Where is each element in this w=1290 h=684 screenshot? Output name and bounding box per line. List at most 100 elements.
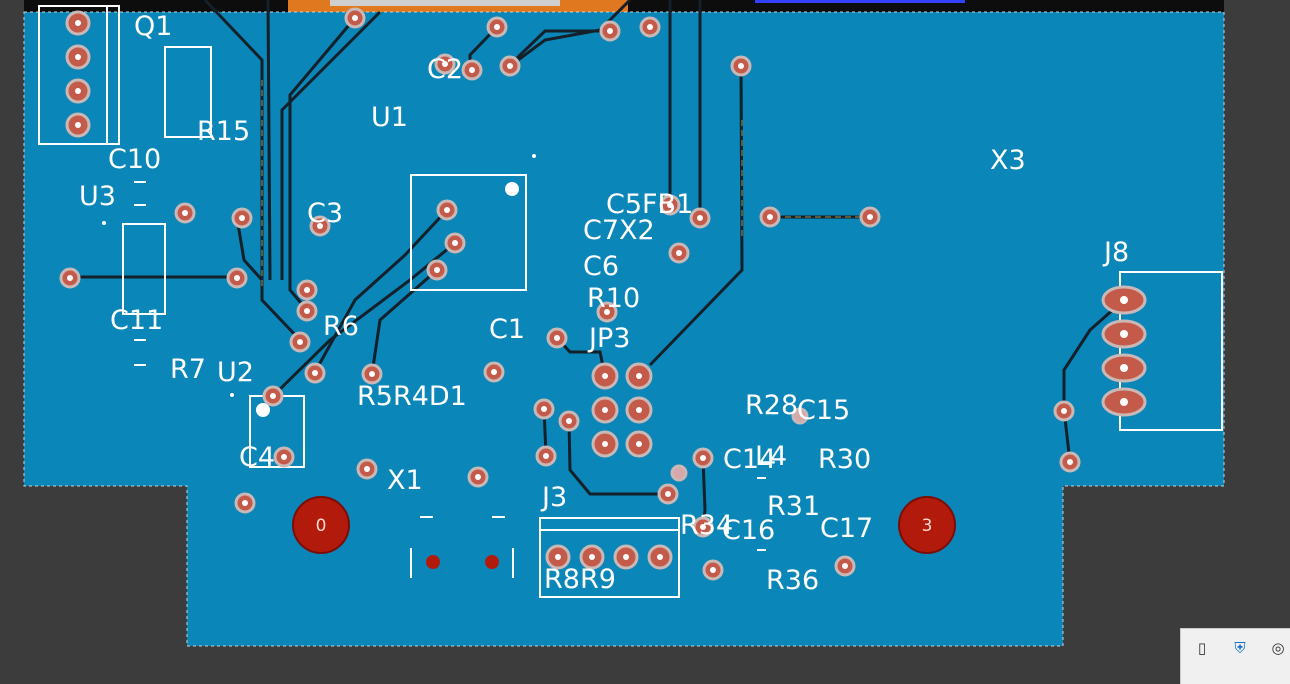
x1-pad-1[interactable]: [426, 555, 440, 569]
designator-x1[interactable]: X1: [387, 465, 423, 496]
designator-jp3[interactable]: JP3: [587, 323, 630, 354]
via[interactable]: [499, 55, 521, 77]
via[interactable]: [599, 20, 621, 42]
via[interactable]: [689, 207, 711, 229]
via[interactable]: [309, 215, 331, 237]
via[interactable]: [361, 363, 383, 385]
designator-r15[interactable]: R15: [197, 116, 250, 147]
j8-pad-2[interactable]: [1101, 319, 1147, 349]
designator-c7x2[interactable]: C7X2: [583, 215, 655, 246]
via[interactable]: [356, 458, 378, 480]
via[interactable]: [546, 327, 568, 349]
jp3-pad-6[interactable]: [625, 430, 653, 458]
via[interactable]: [483, 361, 505, 383]
via[interactable]: [289, 331, 311, 353]
via[interactable]: [226, 267, 248, 289]
designator-r10[interactable]: R10: [587, 283, 640, 314]
j3-pad-2[interactable]: [579, 544, 605, 570]
via[interactable]: [436, 199, 458, 221]
via[interactable]: [659, 194, 681, 216]
via[interactable]: [639, 16, 661, 38]
via[interactable]: [486, 16, 508, 38]
via[interactable]: [434, 53, 456, 75]
via[interactable]: [444, 232, 466, 254]
pad[interactable]: [65, 44, 91, 70]
designator-x3[interactable]: X3: [990, 145, 1026, 176]
via[interactable]: [273, 446, 295, 468]
jp3-pad-1[interactable]: [591, 362, 619, 390]
via[interactable]: [1053, 400, 1075, 422]
pad[interactable]: [65, 112, 91, 138]
via[interactable]: [791, 407, 809, 425]
via[interactable]: [834, 555, 856, 577]
j3-pad-3[interactable]: [613, 544, 639, 570]
x1-pad-2[interactable]: [485, 555, 499, 569]
via[interactable]: [692, 447, 714, 469]
via[interactable]: [668, 242, 690, 264]
via[interactable]: [670, 464, 688, 482]
via[interactable]: [1059, 451, 1081, 473]
designator-c10[interactable]: C10: [108, 144, 161, 175]
designator-r28[interactable]: R28: [745, 390, 798, 421]
jp3-pad-4[interactable]: [625, 396, 653, 424]
designator-c1[interactable]: C1: [489, 314, 525, 345]
j3-pad-4[interactable]: [647, 544, 673, 570]
designator-u2[interactable]: U2: [217, 357, 254, 388]
j3-pad-1[interactable]: [545, 544, 571, 570]
via[interactable]: [234, 492, 256, 514]
via[interactable]: [596, 301, 618, 323]
via[interactable]: [231, 207, 253, 229]
designator-r34[interactable]: R34: [680, 510, 733, 541]
designator-r6[interactable]: R6: [323, 311, 359, 342]
designator-c6[interactable]: C6: [583, 251, 619, 282]
via[interactable]: [262, 385, 284, 407]
board-copper-pour[interactable]: [23, 11, 1225, 647]
pad[interactable]: [65, 78, 91, 104]
via[interactable]: [174, 202, 196, 224]
j8-pad-4[interactable]: [1101, 387, 1147, 417]
jp3-pad-3[interactable]: [591, 396, 619, 424]
via[interactable]: [533, 398, 555, 420]
mounting-hole-right[interactable]: 3: [898, 496, 956, 554]
designator-j8[interactable]: J8: [1102, 237, 1129, 268]
via[interactable]: [344, 7, 366, 29]
via[interactable]: [59, 267, 81, 289]
designator-c15[interactable]: C15: [797, 395, 850, 426]
security-shield-icon[interactable]: ⛨: [1234, 639, 1246, 657]
via[interactable]: [730, 55, 752, 77]
via[interactable]: [535, 445, 557, 467]
via[interactable]: [296, 300, 318, 322]
designator-r31[interactable]: R31: [767, 491, 820, 522]
via[interactable]: [692, 516, 714, 538]
via[interactable]: [426, 259, 448, 281]
designator-c5fb1[interactable]: C5FB1: [606, 189, 693, 220]
via[interactable]: [859, 206, 881, 228]
designator-q1[interactable]: Q1: [134, 11, 172, 42]
via[interactable]: [467, 466, 489, 488]
designator-c17[interactable]: C17: [820, 513, 873, 544]
jp3-pad-2[interactable]: [625, 362, 653, 390]
designator-r36[interactable]: R36: [766, 565, 819, 596]
via[interactable]: [702, 559, 724, 581]
designator-r8r9[interactable]: R8R9: [544, 564, 616, 595]
j8-pad-1[interactable]: [1101, 285, 1147, 315]
pad[interactable]: [65, 10, 91, 36]
designator-r5r4d1[interactable]: R5R4D1: [357, 381, 467, 412]
designator-c3[interactable]: C3: [307, 198, 343, 229]
designator-j3[interactable]: J3: [540, 482, 567, 513]
designator-c4[interactable]: C4: [239, 442, 275, 473]
j8-pad-3[interactable]: [1101, 353, 1147, 383]
jp3-pad-5[interactable]: [591, 430, 619, 458]
network-icon[interactable]: ◎: [1271, 639, 1285, 657]
via[interactable]: [304, 362, 326, 384]
designator-c14[interactable]: C14: [723, 444, 776, 475]
designator-l4[interactable]: L4: [755, 441, 787, 472]
designator-r30[interactable]: R30: [818, 444, 871, 475]
designator-c11[interactable]: C11: [110, 305, 163, 336]
via[interactable]: [296, 279, 318, 301]
designator-r7[interactable]: R7: [170, 354, 206, 385]
designator-c2[interactable]: C2: [427, 54, 463, 85]
mounting-hole-left[interactable]: 0: [292, 496, 350, 554]
usb-drive-icon[interactable]: ▯: [1197, 639, 1207, 657]
